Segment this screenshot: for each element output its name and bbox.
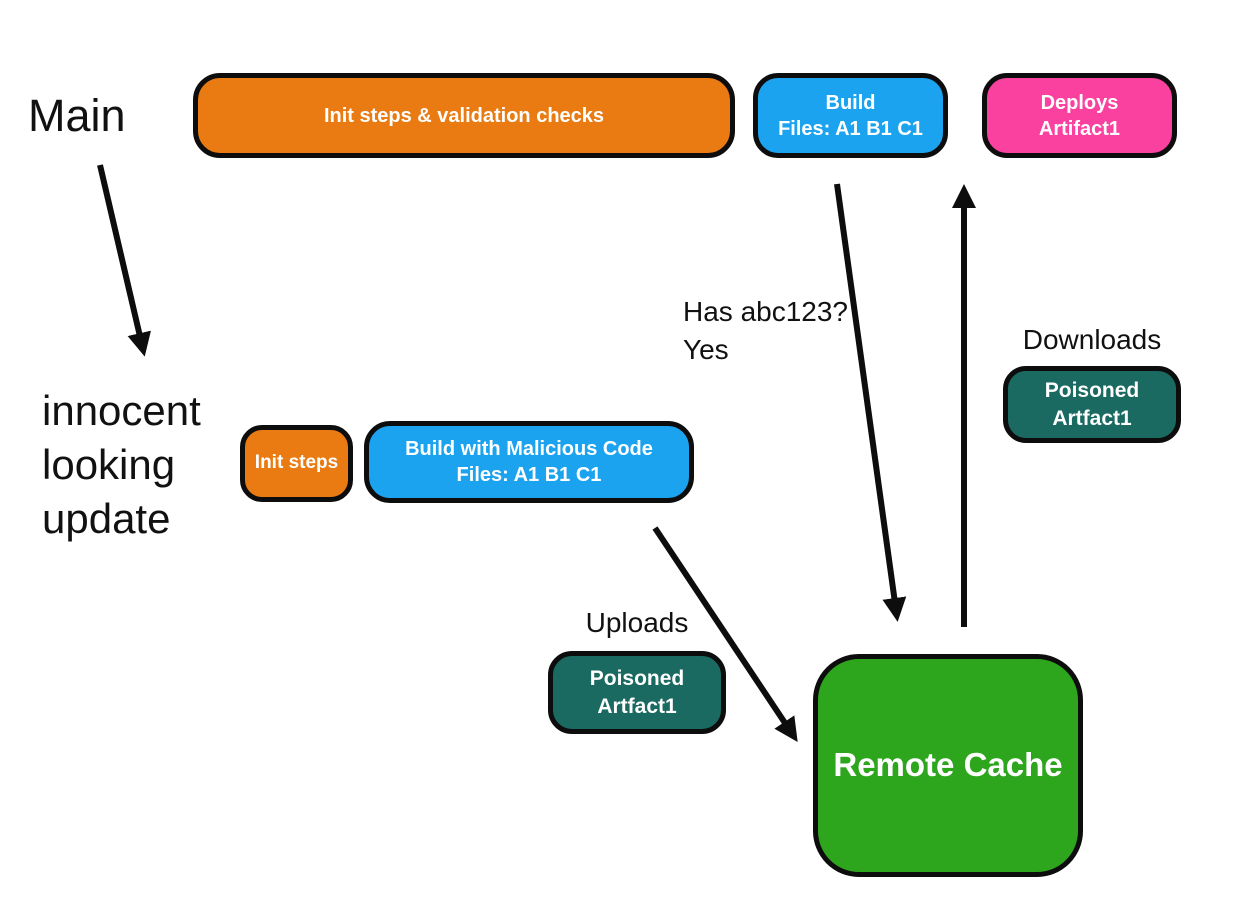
node-init-steps: Init steps [240, 425, 353, 502]
innocent-update-label: innocent looking update [42, 387, 201, 542]
node-build: Build Files: A1 B1 C1 [753, 73, 948, 158]
node-poisoned-artifact-upload: Poisoned Artfact1 [548, 651, 726, 734]
arrow-build-to-cache [834, 183, 907, 622]
arrow-main-to-update [97, 164, 151, 357]
node-remote-cache: Remote Cache [813, 654, 1083, 877]
downloads-label: Downloads [1022, 324, 1162, 355]
node-build-with-malicious-code: Build with Malicious Code Files: A1 B1 C… [364, 421, 694, 503]
cache-hash-query-label: Has abc123? Yes [683, 296, 849, 365]
uploads-label: Uploads [585, 607, 689, 638]
node-init-validation-checks: Init steps & validation checks [193, 73, 735, 158]
main-branch-label: Main [28, 90, 126, 141]
node-poisoned-artifact-download: Poisoned Artfact1 [1003, 366, 1181, 443]
node-deploys-artifact1: Deploys Artifact1 [982, 73, 1177, 158]
